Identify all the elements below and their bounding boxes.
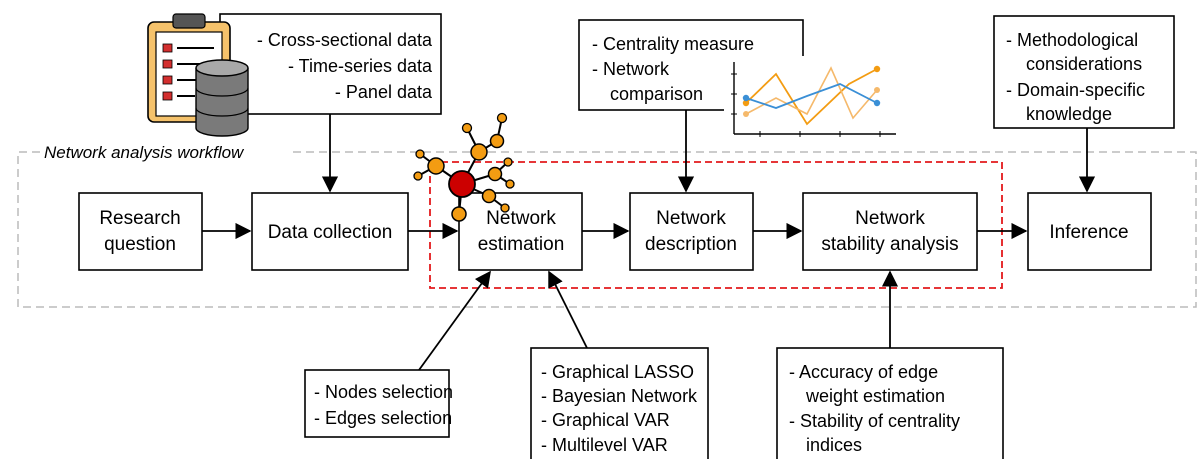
step-data-collection: Data collection <box>251 192 409 271</box>
note-stability-line2: weight estimation <box>805 386 945 406</box>
workflow-frame: Network analysis workflow <box>17 143 1197 308</box>
workflow-title: Network analysis workflow <box>44 143 245 162</box>
note-stability-line4: indices <box>806 435 862 455</box>
note-estimation-methods: - Graphical LASSO - Bayesian Network - G… <box>530 347 709 459</box>
note-data-types-line3: - Panel data <box>335 82 433 102</box>
note-inference-considerations: - Methodological considerations - Domain… <box>993 15 1175 129</box>
step-network-description-line1: Network <box>656 208 726 229</box>
note-estimation-line4: - Multilevel VAR <box>541 435 668 455</box>
line-chart-icon <box>724 56 904 138</box>
note-description-methods-line3: comparison <box>610 84 703 104</box>
note-selection-line1: - Nodes selection <box>314 382 453 402</box>
note-stability-methods: - Accuracy of edge weight estimation - S… <box>776 347 1004 459</box>
network-graph-icon <box>413 112 515 222</box>
note-data-types-line2: - Time-series data <box>288 56 433 76</box>
step-network-description: Network description <box>629 192 754 271</box>
step-research-question-line1: Research <box>99 208 180 229</box>
note-description-methods-line2: - Network <box>592 59 670 79</box>
step-network-description-line2: description <box>645 234 737 255</box>
arrow-estimation-methods-to-estimation <box>548 270 588 349</box>
step-network-estimation: Network estimation <box>458 192 583 271</box>
step-research-question: Research question <box>78 192 203 271</box>
note-stability-line1: - Accuracy of edge <box>789 362 938 382</box>
arrow-selection-to-estimation <box>418 270 491 371</box>
note-inference-line4: knowledge <box>1026 104 1112 124</box>
step-network-estimation-line1: Network <box>486 208 556 229</box>
note-inference-line1: - Methodological <box>1006 30 1138 50</box>
step-data-collection-label: Data collection <box>268 222 393 243</box>
note-selection: - Nodes selection - Edges selection <box>304 369 453 438</box>
note-estimation-line3: - Graphical VAR <box>541 410 670 430</box>
note-data-types-line1: - Cross-sectional data <box>257 30 433 50</box>
step-network-estimation-line2: estimation <box>478 234 565 255</box>
note-data-types: - Cross-sectional data - Time-series dat… <box>219 13 442 115</box>
note-estimation-line2: - Bayesian Network <box>541 386 698 406</box>
step-research-question-line2: question <box>104 234 176 255</box>
note-description-methods-line1: - Centrality measure <box>592 34 754 54</box>
step-inference-label: Inference <box>1049 222 1128 243</box>
step-network-stability-line1: Network <box>855 208 925 229</box>
step-inference: Inference <box>1027 192 1152 271</box>
note-estimation-line1: - Graphical LASSO <box>541 362 694 382</box>
note-inference-line3: - Domain-specific <box>1006 80 1145 100</box>
note-inference-line2: considerations <box>1026 54 1142 74</box>
highlight-region <box>429 161 1003 289</box>
note-stability-line3: - Stability of centrality <box>789 411 960 431</box>
step-network-stability: Network stability analysis <box>802 192 978 271</box>
note-selection-line2: - Edges selection <box>314 408 452 428</box>
step-network-stability-line2: stability analysis <box>821 234 958 255</box>
database-icon <box>195 59 249 137</box>
